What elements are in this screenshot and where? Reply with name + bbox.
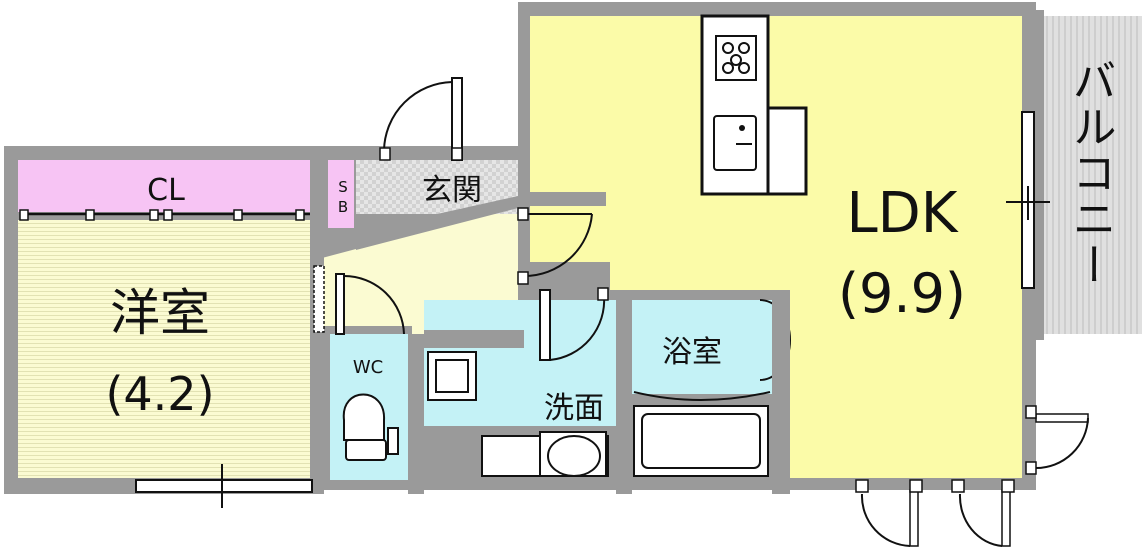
closet-door-markers <box>19 209 305 221</box>
western-room-label: 洋室 <box>110 284 210 342</box>
stove <box>715 35 757 81</box>
ldk-bottom-doors <box>855 479 1015 547</box>
western-room-size: (4.2) <box>105 367 214 421</box>
western-room-window <box>135 464 313 508</box>
wc-door <box>335 273 405 335</box>
balcony-rail <box>1036 10 1044 340</box>
western-room-floor <box>18 220 310 478</box>
ldk-door <box>517 207 593 285</box>
ldk-floor <box>530 16 1022 478</box>
balcony-floor <box>1040 16 1142 334</box>
sink <box>713 115 757 171</box>
western-room-door <box>313 265 325 333</box>
ldk-size: (9.9) <box>838 262 966 325</box>
shoe-box-label-top: S <box>338 178 348 196</box>
kitchen-counter <box>700 14 808 196</box>
bathroom-label: 浴室 <box>662 335 722 370</box>
closet-floor <box>18 160 310 212</box>
washroom-label: 洗面 <box>544 391 604 426</box>
toilet-fixture <box>342 393 399 461</box>
bathroom-floor <box>632 300 772 394</box>
bath-door-curve <box>633 391 771 401</box>
toilet-label: WC <box>353 357 383 378</box>
shoe-box <box>328 160 354 228</box>
bathtub <box>633 405 769 477</box>
vanity-sink <box>481 431 609 477</box>
washroom-door <box>539 287 609 361</box>
closet-label: CL <box>147 173 185 208</box>
entrance-door <box>379 77 463 161</box>
ldk-label: LDK <box>846 181 958 246</box>
washing-machine <box>427 351 477 401</box>
shoe-box-label-bottom: B <box>338 198 348 216</box>
kitchen-partition <box>530 192 606 206</box>
balcony-label: バルコニー <box>1065 58 1116 288</box>
entrance-label: 玄関 <box>422 173 482 208</box>
entrance-step <box>356 196 518 250</box>
ldk-side-door <box>1025 405 1089 475</box>
